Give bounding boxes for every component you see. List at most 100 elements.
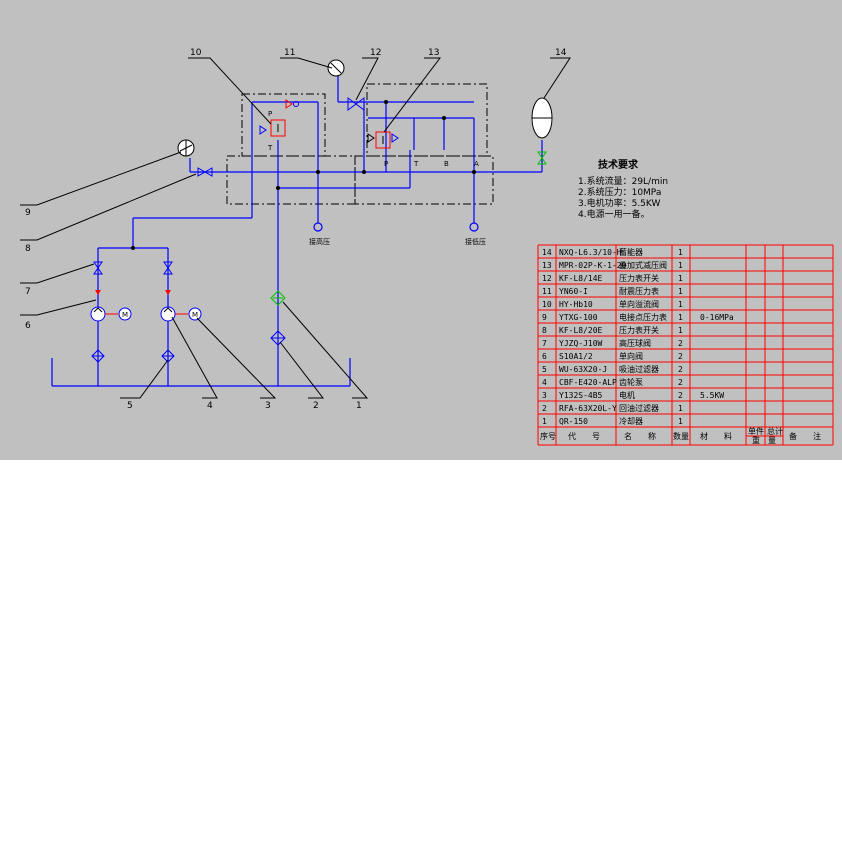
- bom-cell-seq: 14: [542, 248, 552, 257]
- bom-cell-name: 回油过滤器: [619, 403, 659, 413]
- bom-header-material: 材 料: [700, 431, 732, 441]
- bom-cell-name: 蓄能器: [619, 247, 643, 257]
- callout-11: 11: [284, 48, 295, 58]
- bom-cell-code: KF-L8/14E: [559, 274, 603, 283]
- bom-cell-qty: 2: [678, 391, 683, 400]
- port-p: P: [384, 160, 388, 168]
- callout-3: 3: [265, 401, 271, 411]
- callout-4: 4: [207, 401, 213, 411]
- bom-cell-seq: 6: [542, 352, 547, 361]
- bom-cell-seq: 7: [542, 339, 547, 348]
- bom-header-name: 名 称: [624, 431, 656, 441]
- callout-leaders: [20, 57, 571, 399]
- bom-cell-qty: 1: [678, 313, 683, 322]
- gauge-11: [327, 59, 345, 77]
- bom-cell-code: YN60-I: [559, 287, 588, 296]
- hydraulic-schematic-drawing: 接高压 接低压 M M P T: [0, 0, 842, 460]
- bom-cell-code: HY-Hb10: [559, 300, 593, 309]
- port-t: T: [413, 160, 419, 168]
- gauge-switch-8: [197, 167, 213, 177]
- callout-1: 1: [356, 401, 362, 411]
- bom-cell-seq: 12: [542, 274, 552, 283]
- bom-cell-qty: 2: [678, 339, 683, 348]
- bom-cell-material: 5.5KW: [700, 391, 724, 400]
- bom-cell-qty: 2: [678, 378, 683, 387]
- callout-10: 10: [190, 48, 202, 58]
- port-a: A: [474, 160, 479, 168]
- bom-cell-qty: 1: [678, 404, 683, 413]
- bom-cell-seq: 4: [542, 378, 547, 387]
- bom-cell-qty: 1: [678, 274, 683, 283]
- bom-header-remark: 备 注: [789, 431, 821, 441]
- pump-unit-2: [160, 261, 202, 363]
- bom-cell-qty: 1: [678, 287, 683, 296]
- motor-2-label: M: [192, 311, 198, 319]
- bom-cell-seq: 9: [542, 313, 547, 322]
- bom-header-seq: 序号: [540, 431, 556, 441]
- tech-req-line-2: 2.系统压力：10MPa: [578, 186, 661, 198]
- bom-cell-qty: 2: [678, 352, 683, 361]
- tech-req-line-1: 1.系统流量：29L/min: [578, 175, 668, 187]
- outlet-right-label: 接低压: [465, 237, 486, 246]
- cooler-and-return-filter: [270, 290, 286, 346]
- bom-cell-qty: 1: [678, 261, 683, 270]
- bom-cell-qty: 1: [678, 300, 683, 309]
- bom-header-weight: 重 量: [752, 435, 776, 445]
- tech-req-line-3: 3.电机功率：5.5KW: [578, 197, 660, 209]
- outlet-left-label: 接高压: [309, 237, 330, 246]
- bom-cell-code: YJZQ-J10W: [559, 339, 603, 348]
- bom-cell-material: 0-16MPa: [700, 313, 734, 322]
- bom-cell-seq: 3: [542, 391, 547, 400]
- bom-cell-name: 电机: [619, 390, 635, 400]
- bom-cell-qty: 1: [678, 248, 683, 257]
- bom-cell-name: 高压球阀: [619, 338, 651, 348]
- relief-valve-10: P T: [259, 99, 299, 152]
- callout-12: 12: [370, 48, 381, 58]
- bom-cell-name: 叠加式减压阀: [619, 260, 667, 270]
- bom-cell-seq: 10: [542, 300, 552, 309]
- gauge-9: [177, 139, 195, 157]
- callout-6: 6: [25, 321, 31, 331]
- tech-req-title: 技术要求: [598, 158, 639, 171]
- bom-cell-name: 吸油过滤器: [619, 364, 659, 374]
- bom-header-qty: 数量: [673, 431, 689, 441]
- bom-cell-name: 压力表开关: [619, 325, 659, 335]
- callout-13: 13: [428, 48, 439, 58]
- schematic-canvas: 接高压 接低压 M M P T: [20, 48, 834, 446]
- bom-cell-seq: 2: [542, 404, 547, 413]
- bom-cell-code: YTXG-100: [559, 313, 598, 322]
- gauge-switch-12: [347, 97, 365, 111]
- bom-cell-seq: 8: [542, 326, 547, 335]
- bom-cell-code: MPR-02P-K-1-20: [559, 261, 627, 270]
- bom-cell-name: 单向阀: [619, 351, 643, 361]
- bom-cell-name: 电接点压力表: [619, 312, 667, 322]
- bom-cell-name: 单向溢流阀: [619, 299, 659, 309]
- bom-cell-qty: 1: [678, 417, 683, 426]
- callout-7: 7: [25, 287, 31, 297]
- manifold-blocks: [226, 83, 494, 205]
- bom-cell-name: 耐震压力表: [619, 286, 659, 296]
- tech-req-line-4: 4.电源一用一备。: [578, 208, 650, 220]
- bom-cell-name: 冷却器: [619, 416, 643, 426]
- bom-cell-seq: 11: [542, 287, 552, 296]
- bom-cell-code: RFA-63X20L-Y: [559, 404, 617, 413]
- callout-2: 2: [313, 401, 319, 411]
- bom-header-total-weight: 总计: [767, 426, 783, 436]
- bom-header-code: 代 号: [568, 431, 600, 441]
- bom-cell-seq: 5: [542, 365, 547, 374]
- bom-cell-qty: 1: [678, 326, 683, 335]
- callout-8: 8: [25, 244, 31, 254]
- bom-cell-name: 齿轮泵: [619, 377, 643, 387]
- pipe-network: [51, 68, 543, 387]
- pipe-junctions: [131, 100, 476, 250]
- valve-10-port-t: T: [267, 144, 273, 152]
- valve-10-port-p: P: [268, 110, 272, 118]
- bom-cell-seq: 13: [542, 261, 552, 270]
- bom-cell-code: S10A1/2: [559, 352, 593, 361]
- port-b: B: [444, 160, 449, 168]
- bom-cell-qty: 2: [678, 365, 683, 374]
- outlet-symbols: [313, 222, 479, 232]
- accumulator-14: [531, 97, 553, 165]
- bom-cell-code: CBF-E420-ALP: [559, 378, 617, 387]
